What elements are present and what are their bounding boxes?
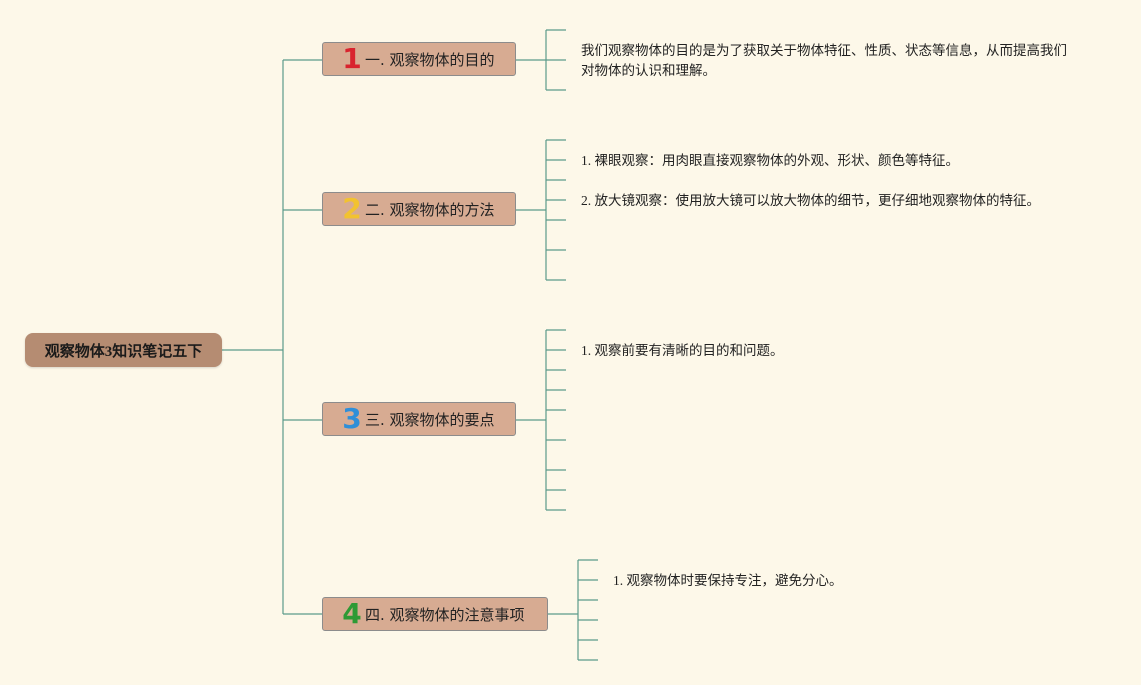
number-3-icon: 3 <box>342 402 362 435</box>
leaf-text: 1. 观察物体时要保持专注，避免分心。 <box>613 573 843 588</box>
leaf-text: 我们观察物体的目的是为了获取关于物体特征、性质、状态等信息，从而提高我们对物体的… <box>581 43 1067 78</box>
leaf-text: 2. 放大镜观察：使用放大镜可以放大物体的细节，更仔细地观察物体的特征。 <box>581 193 1040 208</box>
branch-node-purpose[interactable]: 1 一. 观察物体的目的 <box>322 42 516 76</box>
number-1-icon: 1 <box>342 42 362 75</box>
branch-node-precautions[interactable]: 4 四. 观察物体的注意事项 <box>322 597 548 631</box>
number-4-icon: 4 <box>342 597 362 630</box>
branch-label: 一. 观察物体的目的 <box>365 50 495 69</box>
root-node[interactable]: 观察物体3知识笔记五下 <box>25 333 222 367</box>
branch-node-key-points[interactable]: 3 三. 观察物体的要点 <box>322 402 516 436</box>
branch-label: 三. 观察物体的要点 <box>365 410 495 429</box>
branch-label: 四. 观察物体的注意事项 <box>365 605 525 624</box>
branch-node-methods[interactable]: 2 二. 观察物体的方法 <box>322 192 516 226</box>
leaf-text: 1. 观察前要有清晰的目的和问题。 <box>581 343 784 358</box>
number-2-icon: 2 <box>342 192 362 225</box>
branch-label: 二. 观察物体的方法 <box>365 200 495 219</box>
leaf-text: 1. 裸眼观察：用肉眼直接观察物体的外观、形状、颜色等特征。 <box>581 153 959 168</box>
root-title: 观察物体3知识笔记五下 <box>44 343 203 360</box>
